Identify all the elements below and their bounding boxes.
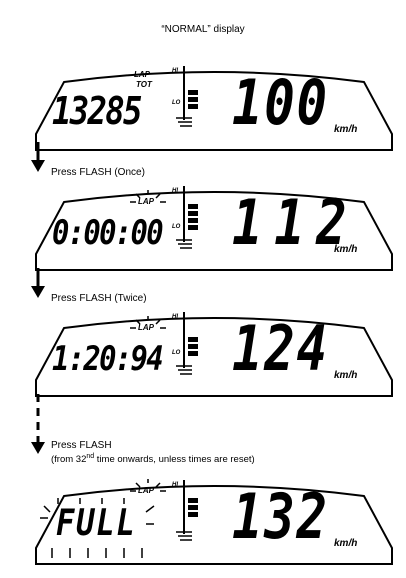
time-readout: 1:20:94 — [52, 339, 164, 379]
gauge-hi-label: HI — [172, 68, 178, 74]
speed-unit: km/h — [334, 370, 358, 381]
lcd-display-normal: 13285 LAP TOT HI LO 100 km/h — [34, 64, 394, 152]
lcd-frame — [35, 71, 393, 151]
speed-readout: 124 — [232, 312, 329, 385]
lcd-display-full: FULL LAP HI 132 km/h — [34, 478, 394, 566]
tot-label: TOT — [136, 80, 152, 89]
gauge-lo-label: LO — [172, 350, 181, 356]
gauge-lo-label: LO — [172, 224, 181, 230]
flash-rays-icon — [130, 316, 166, 329]
lcd-display-twice: 1:20:94 LAP HI LO 124 km/h — [34, 310, 394, 398]
lap-flashing-label: LAP — [138, 197, 154, 206]
temperature-gauge-icon — [176, 66, 198, 127]
lcd-display-once: 0:00:00 LAP HI LO 112 km/h — [34, 184, 394, 272]
full-flash-rays-icon — [40, 498, 155, 558]
step-caption: Press FLASH (Twice) — [51, 293, 147, 304]
page-title: “NORMAL” display — [161, 24, 245, 35]
lcd-frame — [35, 317, 393, 397]
lap-flashing-label: LAP — [138, 323, 154, 332]
step-caption: Press FLASH — [51, 440, 112, 451]
temperature-gauge-icon — [176, 186, 198, 249]
reset-note: (from 32nd time onwards, unless times ar… — [51, 453, 255, 466]
speed-readout: 100 — [232, 66, 329, 139]
arrow-down-icon — [31, 268, 45, 298]
lcd-frame — [35, 191, 393, 271]
gauge-lo-label: LO — [172, 100, 181, 106]
speed-unit: km/h — [334, 244, 358, 255]
time-readout: 0:00:00 — [52, 213, 164, 253]
gauge-hi-label: HI — [172, 482, 178, 488]
arrow-down-icon — [31, 142, 45, 172]
full-readout: FULL — [56, 503, 137, 544]
speed-readout: 132 — [232, 480, 329, 553]
lcd-frame — [35, 485, 393, 565]
temperature-gauge-icon — [176, 312, 198, 375]
gauge-hi-label: HI — [172, 188, 178, 194]
dashed-arrow-down-icon — [31, 394, 45, 454]
lap-label: LAP — [134, 70, 150, 79]
lap-flashing-label: LAP — [138, 486, 154, 495]
speed-unit: km/h — [334, 124, 358, 135]
speed-unit: km/h — [334, 538, 358, 549]
speed-readout: 112 — [232, 186, 359, 259]
time-readout: 13285 — [52, 89, 142, 133]
flash-rays-icon — [130, 190, 166, 203]
step-caption: Press FLASH (Once) — [51, 167, 145, 178]
temperature-gauge-icon — [176, 480, 198, 541]
flash-rays-icon — [130, 479, 166, 492]
gauge-hi-label: HI — [172, 314, 178, 320]
